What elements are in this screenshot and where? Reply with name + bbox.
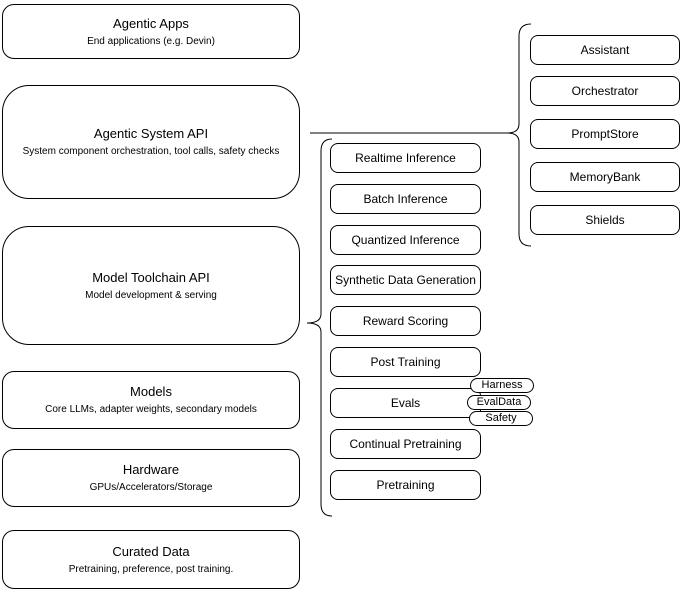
node-label: PromptStore xyxy=(571,127,639,141)
node-title: Agentic System API xyxy=(93,126,209,141)
node-agentic-system-api: Agentic System API System component orch… xyxy=(2,85,300,199)
node-label: Orchestrator xyxy=(571,84,639,98)
system-components-brace xyxy=(506,23,532,247)
node-title: Agentic Apps xyxy=(113,15,189,31)
toolchain-brace xyxy=(306,138,333,517)
node-quantized-inference: Quantized Inference xyxy=(330,225,481,255)
node-promptstore: PromptStore xyxy=(530,119,680,149)
node-subtitle: Pretraining, preference, post training. xyxy=(68,563,234,575)
tag-label: EvalData xyxy=(476,396,522,408)
node-subtitle: Model development & serving xyxy=(85,289,217,301)
node-orchestrator: Orchestrator xyxy=(530,76,680,106)
node-continual-pretraining: Continual Pretraining xyxy=(330,429,481,459)
tag-evaldata: EvalData xyxy=(467,395,531,410)
node-label: Shields xyxy=(585,213,625,227)
node-label: Synthetic Data Generation xyxy=(335,273,476,287)
tag-label: Harness xyxy=(481,379,523,391)
node-title: Model Toolchain API xyxy=(92,269,210,285)
node-agentic-apps: Agentic Apps End applications (e.g. Devi… xyxy=(2,4,300,59)
node-label: Post Training xyxy=(370,355,441,369)
node-label: Reward Scoring xyxy=(362,314,449,328)
node-subtitle: System component orchestration, tool cal… xyxy=(22,146,280,157)
node-label: Continual Pretraining xyxy=(349,437,462,451)
node-subtitle: GPUs/Accelerators/Storage xyxy=(89,482,213,493)
node-assistant: Assistant xyxy=(530,35,680,65)
node-label: Realtime Inference xyxy=(355,151,456,165)
node-shields: Shields xyxy=(530,205,680,235)
tag-harness: Harness xyxy=(470,378,534,393)
node-label: Assistant xyxy=(580,43,630,57)
node-subtitle: End applications (e.g. Devin) xyxy=(87,35,215,47)
node-hardware: Hardware GPUs/Accelerators/Storage xyxy=(2,449,300,507)
node-models: Models Core LLMs, adapter weights, secon… xyxy=(2,371,300,429)
node-label: Batch Inference xyxy=(363,192,448,206)
node-title: Hardware xyxy=(122,462,180,477)
node-label: Evals xyxy=(390,396,421,410)
node-label: Quantized Inference xyxy=(351,233,460,247)
node-curated-data: Curated Data Pretraining, preference, po… xyxy=(2,530,300,589)
node-subtitle: Core LLMs, adapter weights, secondary mo… xyxy=(45,404,257,415)
node-label: Pretraining xyxy=(376,478,435,492)
node-realtime-inference: Realtime Inference xyxy=(330,143,481,173)
node-title: Curated Data xyxy=(112,543,190,559)
tag-label: Safety xyxy=(485,412,517,424)
node-reward-scoring: Reward Scoring xyxy=(330,306,481,336)
node-batch-inference: Batch Inference xyxy=(330,184,481,214)
node-post-training: Post Training xyxy=(330,347,481,377)
node-pretraining: Pretraining xyxy=(330,470,481,500)
node-synthetic-data-generation: Synthetic Data Generation xyxy=(330,265,481,295)
tag-safety: Safety xyxy=(469,411,533,426)
node-evals: Evals xyxy=(330,388,481,418)
node-model-toolchain-api: Model Toolchain API Model development & … xyxy=(2,226,300,345)
node-label: MemoryBank xyxy=(569,170,641,184)
node-memorybank: MemoryBank xyxy=(530,162,680,192)
node-title: Models xyxy=(130,384,172,399)
